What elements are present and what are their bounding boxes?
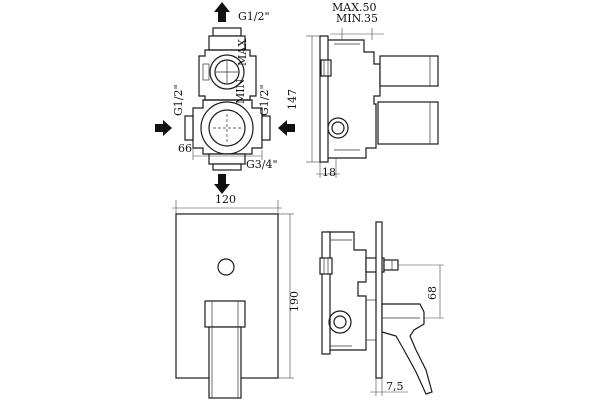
arrow-left-icon xyxy=(278,120,295,136)
body-front-view: MAX MIN G1/2" G1/2" G1/2" G3/4" 66 xyxy=(155,2,295,194)
arrow-right-icon xyxy=(155,120,172,136)
dim-68-label: 68 xyxy=(426,286,439,300)
bottom-port-label: G3/4" xyxy=(246,158,278,171)
assembly-side-view: 68 7,5 xyxy=(319,221,444,396)
body-min-label: MIN xyxy=(234,78,247,104)
dim-66-label: 66 xyxy=(178,142,192,155)
right-port-label: G1/2" xyxy=(258,84,271,116)
dim-147-label: 147 xyxy=(286,89,299,110)
max-depth-label: MAX.50 xyxy=(332,1,377,14)
arrow-down-icon xyxy=(214,174,230,194)
plate-width-label: 120 xyxy=(215,193,236,206)
arrow-up-icon xyxy=(214,2,230,22)
body-side-view: MAX.50 MIN.35 147 18 xyxy=(286,1,439,179)
left-port-label: G1/2" xyxy=(172,84,185,116)
dim-18-label: 18 xyxy=(322,166,336,179)
plate-front-view: 120 190 xyxy=(172,193,301,399)
dim-7-5-label: 7,5 xyxy=(386,380,404,393)
body-max-label: MAX xyxy=(236,39,249,66)
top-port-label: G1/2" xyxy=(238,10,270,23)
min-depth-label: MIN.35 xyxy=(336,12,378,25)
plate-height-label: 190 xyxy=(288,291,301,312)
